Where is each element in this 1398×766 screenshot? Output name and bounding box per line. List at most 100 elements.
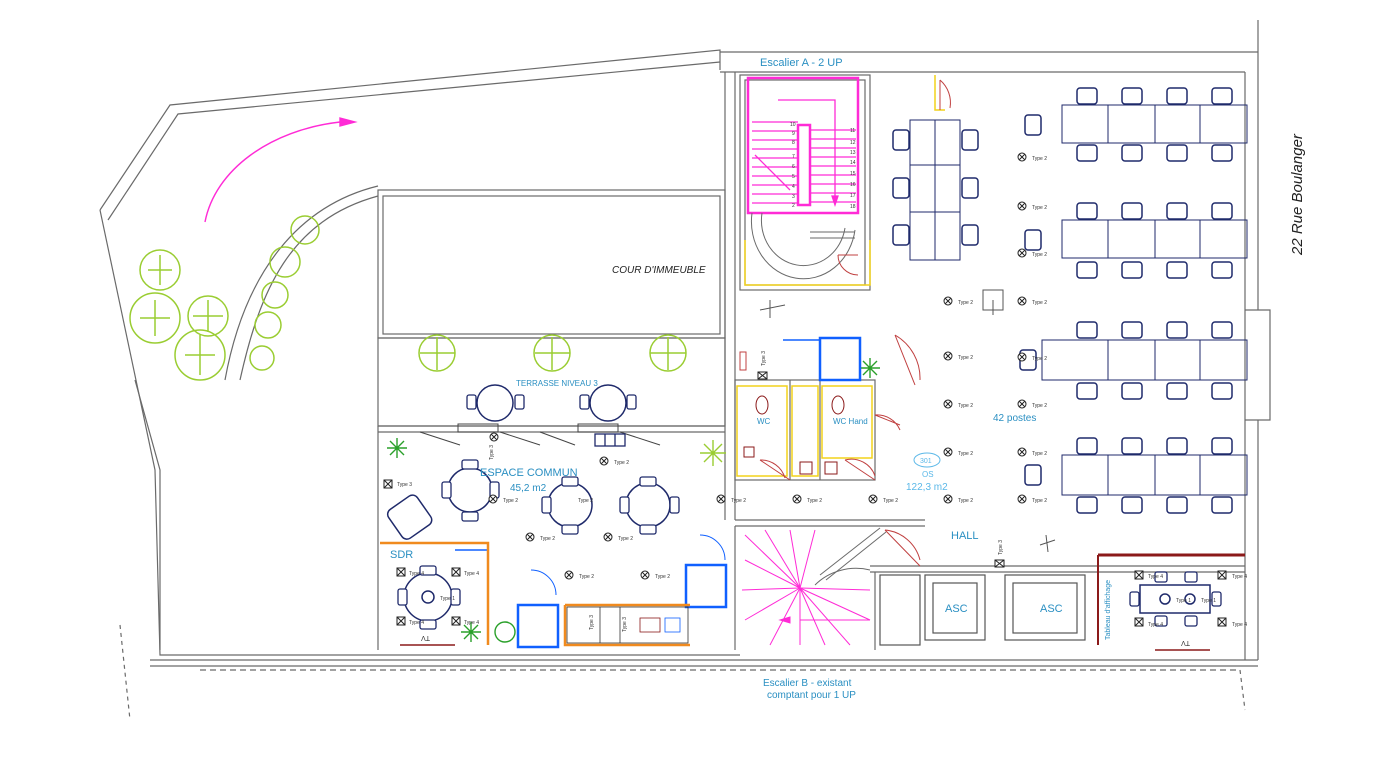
fixture-marker bbox=[640, 570, 650, 580]
chair-icon bbox=[1121, 382, 1143, 400]
step-number: 5 bbox=[792, 174, 795, 180]
terrace-bench bbox=[594, 433, 626, 447]
os-number-badge bbox=[913, 452, 941, 468]
tree-icon bbox=[261, 281, 289, 309]
fixture-label: Type 2 bbox=[1032, 356, 1047, 362]
table-icon bbox=[625, 482, 671, 528]
tree-icon bbox=[254, 311, 282, 339]
step-number: 10 bbox=[790, 122, 796, 128]
fixture-label: Type 3 bbox=[761, 351, 767, 366]
doors bbox=[739, 79, 951, 567]
tree-icon bbox=[290, 215, 320, 245]
tree-icon bbox=[269, 246, 301, 278]
chair-icon bbox=[1166, 437, 1188, 455]
chair-icon bbox=[1076, 321, 1098, 339]
chair-icon bbox=[1166, 144, 1188, 162]
chair-icon bbox=[1121, 496, 1143, 514]
chair-icon bbox=[1024, 229, 1042, 251]
step-number: 12 bbox=[850, 140, 856, 146]
office-chairs bbox=[892, 87, 1233, 514]
plant-icon bbox=[700, 440, 726, 466]
stair-b-rail bbox=[814, 527, 887, 586]
plant-icon bbox=[461, 622, 481, 642]
chair-icon bbox=[1076, 261, 1098, 279]
stair-b-label-line1: Escalier B - existant bbox=[763, 678, 852, 689]
fixture-label: Type 2 bbox=[883, 498, 898, 504]
tree-icon bbox=[249, 345, 275, 371]
table-icon bbox=[547, 482, 593, 528]
fixture-marker bbox=[1217, 617, 1227, 627]
fixture-marker bbox=[792, 494, 802, 504]
notice-board-label: Tableau d'affichage bbox=[1105, 580, 1112, 640]
fixture-label: Type 2 bbox=[1032, 300, 1047, 306]
blue-accents bbox=[455, 336, 862, 649]
chair-icon bbox=[1076, 437, 1098, 455]
fixture-marker bbox=[396, 616, 406, 626]
tree-icon bbox=[139, 249, 181, 291]
step-number: 14 bbox=[850, 160, 856, 166]
fixture-marker bbox=[943, 399, 953, 409]
chair-icon bbox=[1121, 437, 1143, 455]
fixture-label: Type 2 bbox=[503, 498, 518, 504]
tv-marks bbox=[400, 644, 1210, 651]
fixture-label: Type 2 bbox=[614, 460, 629, 466]
fixture-label: Type 2 bbox=[807, 498, 822, 504]
common-space-label: ESPACE COMMUN bbox=[480, 467, 578, 479]
fixture-label: Type 2 bbox=[1032, 451, 1047, 457]
person-icon bbox=[1039, 534, 1056, 553]
stair-a bbox=[746, 76, 860, 215]
fixture-marker bbox=[451, 567, 461, 577]
elevator-label: ASC bbox=[1040, 603, 1063, 615]
chair-icon bbox=[1121, 261, 1143, 279]
stair-a-label: Escalier A - 2 UP bbox=[760, 57, 843, 69]
step-number: 16 bbox=[850, 182, 856, 188]
elevators bbox=[879, 574, 1086, 646]
stair-b bbox=[741, 529, 871, 646]
toilets bbox=[743, 395, 845, 475]
chair-icon bbox=[1211, 382, 1233, 400]
chair-icon bbox=[1166, 496, 1188, 514]
chair-icon bbox=[1166, 261, 1188, 279]
fixture-marker bbox=[1017, 201, 1027, 211]
fixture-marker bbox=[451, 616, 461, 626]
courtyard-label: COUR D'IMMEUBLE bbox=[612, 265, 706, 276]
fixture-marker bbox=[1017, 248, 1027, 258]
tree-icon bbox=[129, 292, 181, 344]
fixture-marker bbox=[1017, 296, 1027, 306]
fixture-label: Type 2 bbox=[958, 403, 973, 409]
step-number: 6 bbox=[792, 164, 795, 170]
fixture-marker bbox=[1134, 570, 1144, 580]
fixture-label: Type 2 bbox=[655, 574, 670, 580]
fixture-label: Type 3 bbox=[489, 445, 495, 460]
wc-label: WC bbox=[757, 417, 771, 426]
fixture-marker bbox=[1017, 494, 1027, 504]
office-desks bbox=[909, 104, 1248, 496]
person-icon bbox=[759, 300, 786, 318]
fixture-marker bbox=[488, 494, 498, 504]
street-label: 22 Rue Boulanger bbox=[1289, 133, 1306, 256]
chair-icon bbox=[1166, 321, 1188, 339]
stair-a-numbers: 10 9 8 7 6 5 4 3 2 11 12 13 14 15 16 17 … bbox=[790, 122, 856, 210]
fixture-label: Type 2 bbox=[1032, 205, 1047, 211]
fixture-label: Type 2 bbox=[958, 498, 973, 504]
table-icon bbox=[476, 384, 514, 422]
chair-icon bbox=[1211, 496, 1233, 514]
fixture-label: Type 4 bbox=[464, 571, 479, 577]
fixture-marker bbox=[757, 371, 768, 380]
fixture-marker bbox=[943, 296, 953, 306]
os-code-label: OS bbox=[922, 470, 934, 479]
chair-icon bbox=[961, 177, 979, 199]
fixture-label: Type 2 bbox=[1032, 252, 1047, 258]
chair-icon bbox=[1024, 114, 1042, 136]
step-number: 4 bbox=[792, 184, 795, 190]
chair-icon bbox=[1076, 496, 1098, 514]
tv-label: TV bbox=[421, 634, 430, 641]
hall-label: HALL bbox=[951, 530, 979, 542]
terrace-label: TERRASSE NIVEAU 3 bbox=[516, 379, 598, 388]
plant-icon bbox=[494, 621, 516, 643]
chair-icon bbox=[1121, 144, 1143, 162]
common-space-area: 45,2 m2 bbox=[510, 483, 547, 494]
sdr-label: SDR bbox=[390, 549, 413, 561]
fixture-labels: Type 2 Type 2 Type 2 Type 2 Type 2 Type … bbox=[397, 156, 1247, 632]
